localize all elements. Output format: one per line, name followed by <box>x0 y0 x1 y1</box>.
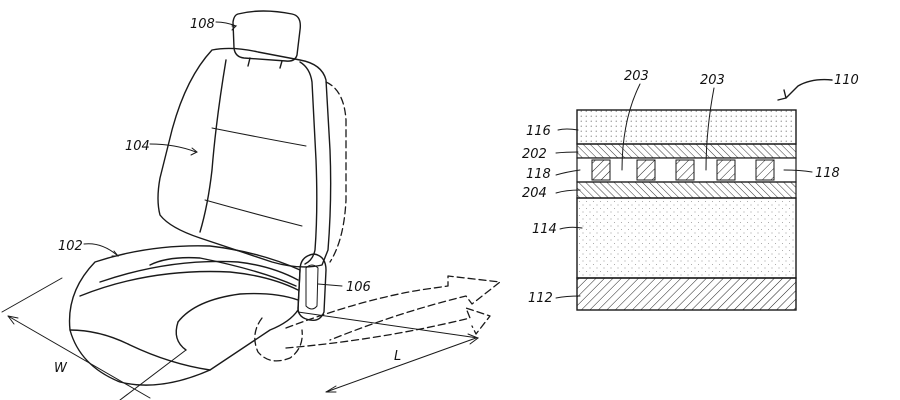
label-seat-cushion: 102 <box>58 239 83 254</box>
cell-segment <box>591 159 611 181</box>
label-lower-film: 204 <box>522 186 547 201</box>
label-cell-layer-right: 118 <box>815 166 840 181</box>
label-upper-film: 202 <box>522 147 547 162</box>
label-core-layer: 114 <box>532 222 557 237</box>
label-cell-a: 203 <box>624 69 649 84</box>
cell-segment <box>716 159 736 181</box>
label-width-dim: W <box>54 361 68 376</box>
label-cell-layer-left: 118 <box>526 167 551 182</box>
label-top-layer: 116 <box>526 124 551 139</box>
layer-labels: 110 203 203 116 202 118 204 114 112 118 <box>522 69 859 306</box>
layer-stack <box>555 78 833 311</box>
layer-top <box>576 109 797 145</box>
label-backrest: 104 <box>125 139 150 154</box>
cell-segment <box>636 159 656 181</box>
control-panel <box>297 253 327 322</box>
label-headrest: 108 <box>190 17 215 32</box>
seat-illustration <box>1 10 501 400</box>
label-base-layer: 112 <box>528 291 553 306</box>
layer-base <box>576 277 797 311</box>
cell-segment <box>675 159 695 181</box>
headrest <box>232 10 302 62</box>
layer-core <box>576 197 797 279</box>
label-assembly: 110 <box>834 73 859 88</box>
backrest <box>157 47 332 268</box>
layer-upper-film <box>576 143 797 159</box>
layer-lower-film <box>576 181 797 199</box>
label-cell-b: 203 <box>700 73 725 88</box>
seat-labels: 108 104 102 106 W L <box>54 17 401 376</box>
label-length-dim: L <box>394 349 401 364</box>
label-control-panel: 106 <box>346 280 371 295</box>
cell-segment <box>755 159 775 181</box>
